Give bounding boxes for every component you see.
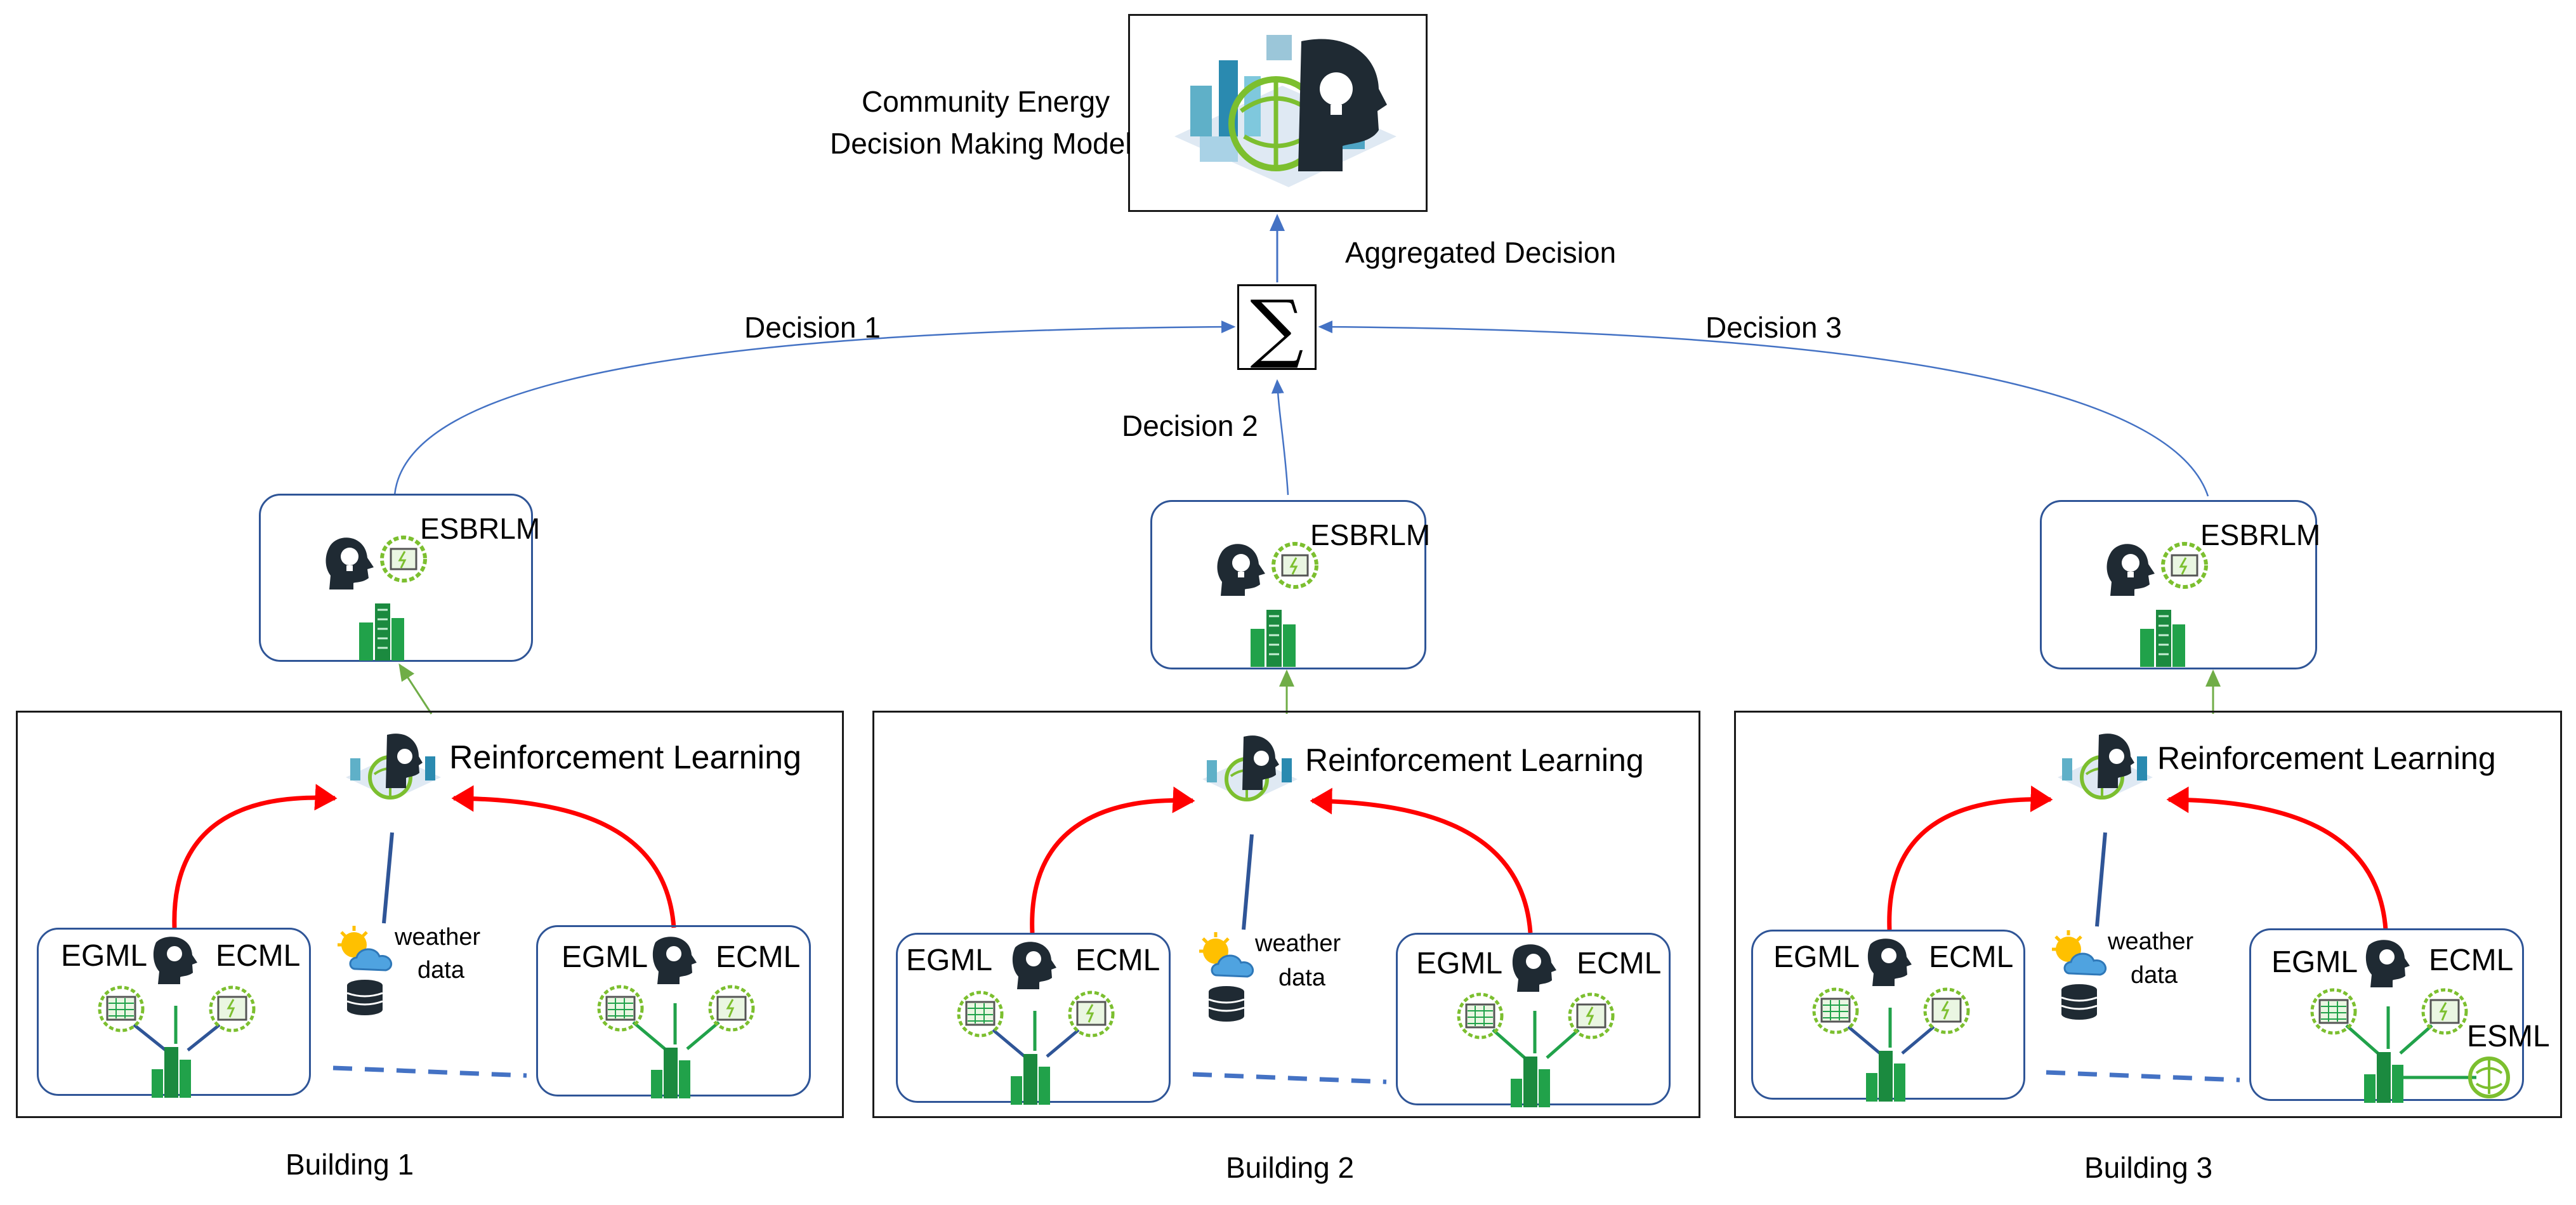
unit-graph <box>98 937 256 1098</box>
building-2-caption: Building 2 <box>1226 1151 1355 1184</box>
b1-red-arrow-left <box>172 784 338 928</box>
b3-dashed-link <box>2046 1070 2240 1083</box>
storage-icon <box>2161 542 2208 589</box>
b3-red-arrow-left <box>1887 785 2053 930</box>
rl-brain-icon-3 <box>2058 734 2153 800</box>
rl-brain-icon-1 <box>346 734 441 800</box>
building-icon <box>2140 610 2185 667</box>
unit-graph <box>1457 944 1615 1107</box>
b3-unit-right <box>2249 928 2524 1103</box>
city-brain-icon <box>1174 35 1396 187</box>
rl-label-2: Reinforcement Learning <box>1305 742 1644 778</box>
unit-graph <box>597 937 755 1098</box>
b1-red-arrow-right <box>451 785 676 928</box>
weather-label-3b: data <box>2131 962 2178 989</box>
rl-brain-icon-2 <box>1202 735 1298 801</box>
head-icon <box>1217 544 1265 596</box>
esbrlm-label-3: ESBRLM <box>2200 518 2321 551</box>
b3-esml-label: ESML <box>2467 1020 2550 1053</box>
b3-unit-left <box>1751 930 2025 1102</box>
esbrlm-label-2: ESBRLM <box>1310 518 1431 551</box>
building-3-frame <box>1734 711 2562 1118</box>
b2-egml-left: EGML <box>906 944 993 977</box>
b1-ecml-left: ECML <box>216 939 301 973</box>
aggregated-decision-label: Aggregated Decision <box>1345 236 1617 269</box>
building-2-frame <box>872 711 1700 1118</box>
weather-label-3a: weather <box>2108 928 2194 955</box>
b2-ecml-left: ECML <box>1075 944 1160 977</box>
b2-ecml-right: ECML <box>1577 947 1662 980</box>
head-icon <box>325 537 374 589</box>
b1-to-esbrlm-arrow <box>398 663 433 714</box>
building-icon <box>359 603 404 661</box>
unit-graph <box>1812 938 1970 1102</box>
unit-graph <box>2310 940 2510 1103</box>
esbrlm-box-3 <box>2040 500 2317 669</box>
b3-egml-right: EGML <box>2271 945 2358 979</box>
esbrlm-box-1 <box>259 494 533 662</box>
unit-graph <box>957 942 1115 1105</box>
decision-1-label: Decision 1 <box>744 311 881 344</box>
weather-label-2a: weather <box>1255 930 1341 957</box>
b3-ecml-right: ECML <box>2429 944 2514 977</box>
weather-label-1a: weather <box>395 924 481 951</box>
decision-2-label: Decision 2 <box>1122 409 1258 442</box>
weather-data-icon-1 <box>338 926 393 1015</box>
b2-unit-left <box>896 933 1171 1105</box>
building-icon <box>1251 610 1296 667</box>
b1-weather-link <box>382 832 394 924</box>
decision-1-curve <box>393 320 1236 496</box>
sigma-symbol: ∑ <box>1250 283 1304 371</box>
b3-ecml-left: ECML <box>1929 940 2014 974</box>
weather-label-1b: data <box>417 957 464 984</box>
building-3-caption: Building 3 <box>2084 1151 2213 1184</box>
building-1-frame <box>16 711 844 1118</box>
weather-label-2b: data <box>1278 965 1325 991</box>
storage-icon <box>1272 542 1318 589</box>
model-title-line1: Community Energy <box>862 85 1110 118</box>
b2-red-arrow-left <box>1030 786 1195 933</box>
b3-red-arrow-right <box>2166 786 2388 930</box>
community-model-frame <box>1128 14 1428 212</box>
b3-egml-left: EGML <box>1773 940 1860 974</box>
b1-unit-right <box>536 925 811 1098</box>
building-1-caption: Building 1 <box>286 1148 414 1181</box>
model-title-line2: Decision Making Model <box>830 127 1132 160</box>
storage-icon <box>380 536 427 583</box>
decision-3-label: Decision 3 <box>1705 311 1842 344</box>
b1-ecml-right: ECML <box>716 940 801 974</box>
b2-weather-link <box>1242 834 1254 930</box>
decision-3-curve <box>1318 320 2209 497</box>
weather-data-icon-2 <box>1199 932 1254 1022</box>
head-icon <box>2106 544 2155 596</box>
decision-2-line <box>1271 379 1289 496</box>
rl-label-3: Reinforcement Learning <box>2157 741 2496 776</box>
b1-unit-left <box>37 928 311 1098</box>
rl-label-1: Reinforcement Learning <box>449 739 801 776</box>
esbrlm-box-2 <box>1150 500 1426 669</box>
b1-egml-right: EGML <box>562 940 648 974</box>
b1-dashed-link <box>332 1065 527 1078</box>
sigma-aggregator-box: ∑ <box>1237 284 1317 370</box>
b3-weather-link <box>2095 832 2107 927</box>
b2-unit-right <box>1396 933 1671 1107</box>
b2-dashed-link <box>1192 1072 1387 1084</box>
b2-red-arrow-right <box>1310 787 1533 933</box>
weather-data-icon-3 <box>2052 930 2107 1020</box>
esbrlm-label-1: ESBRLM <box>420 512 541 545</box>
b2-egml-right: EGML <box>1416 947 1503 980</box>
b1-egml-left: EGML <box>61 939 148 973</box>
